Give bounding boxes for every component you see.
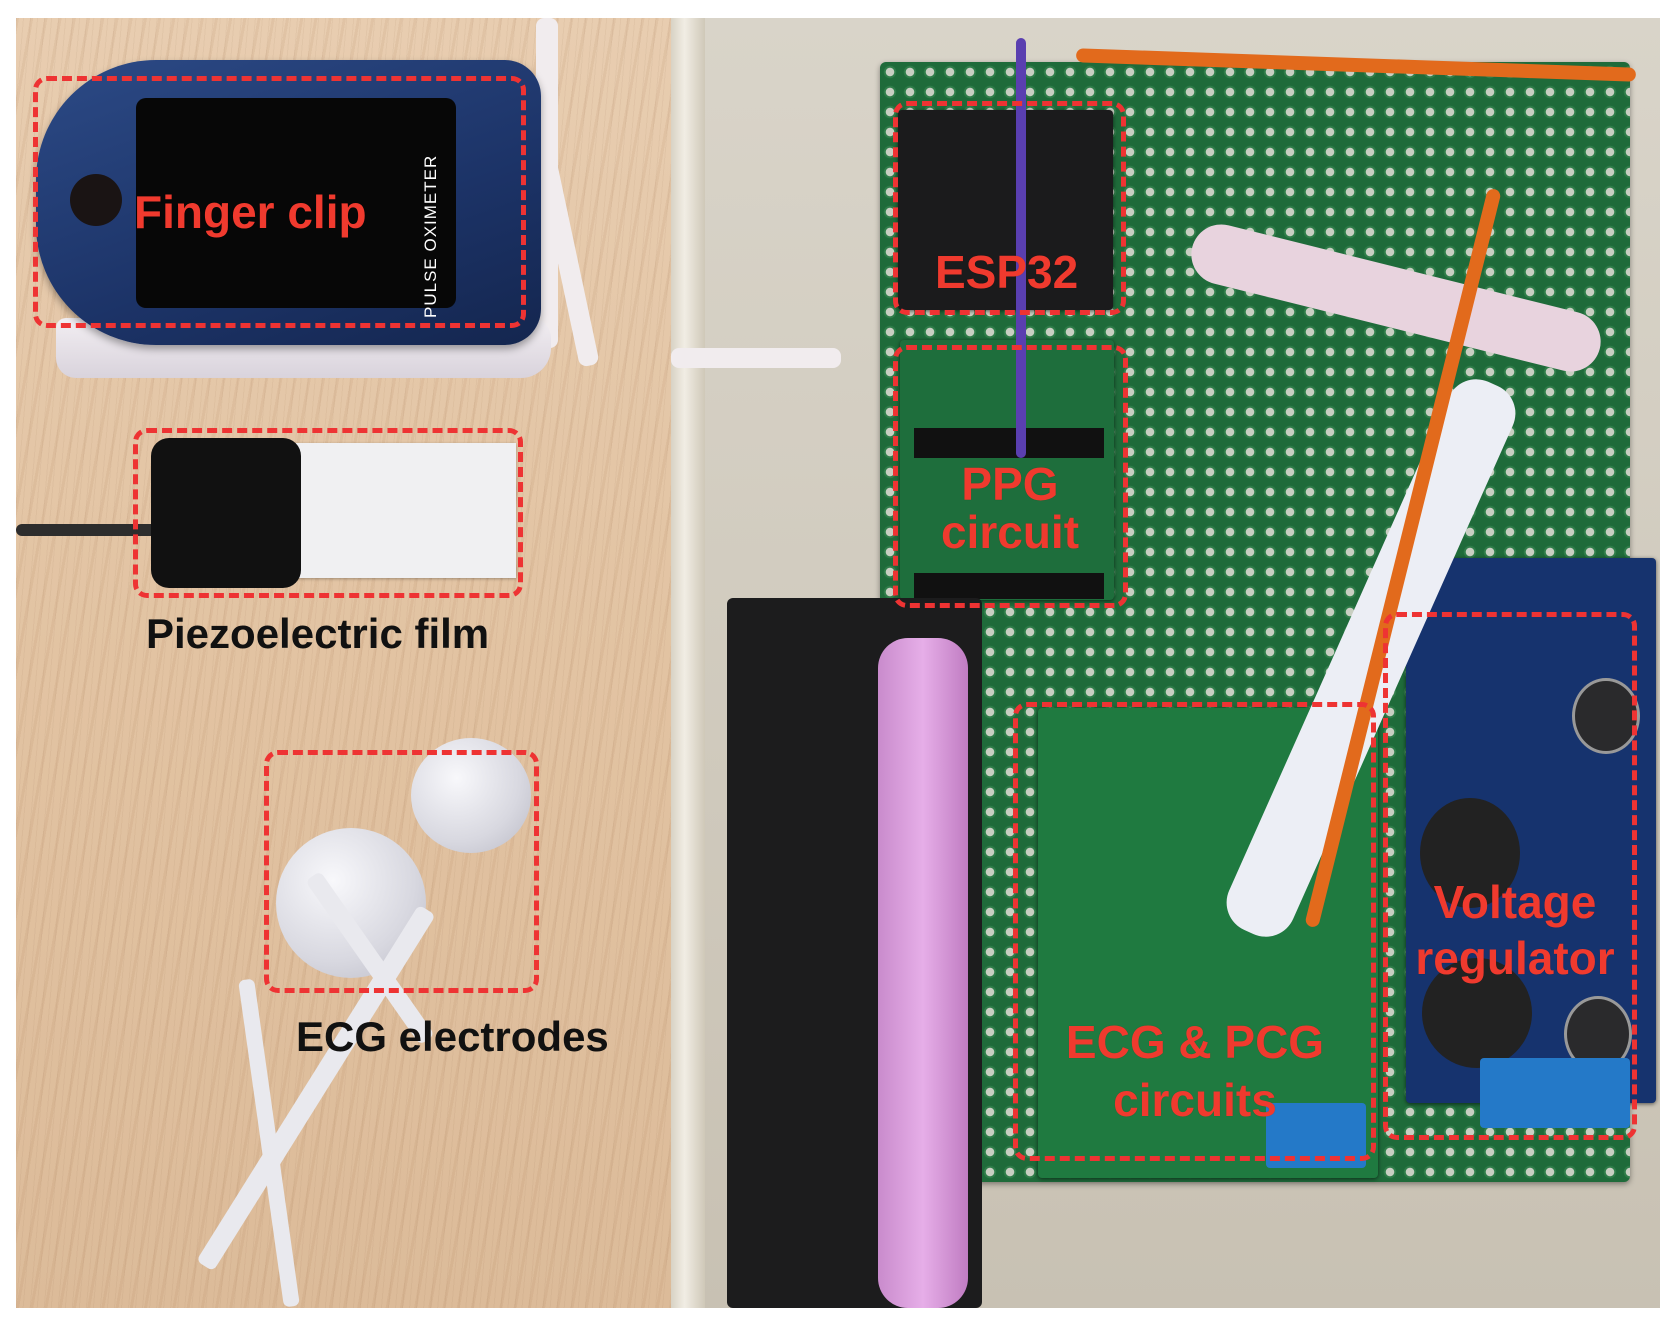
esp32-module: [898, 110, 1113, 310]
finger-clip-label: Finger clip: [134, 186, 367, 238]
finger-clip-box: [33, 76, 526, 328]
ppg-board: [900, 340, 1114, 600]
ppg-label-line1: PPG: [961, 458, 1059, 510]
ecg-pcg-label: ECG & PCG circuits: [1040, 1018, 1350, 1125]
inductor: [1420, 798, 1520, 908]
ecg-electrodes-label: ECG electrodes: [296, 1013, 609, 1060]
oximeter-screen: [136, 98, 456, 308]
electrode-bulb: [411, 738, 531, 853]
purple-jumper-wire: [1016, 38, 1026, 458]
ppg-label-line2: circuit: [940, 506, 1080, 559]
ecg-electrodes-box: [264, 750, 539, 993]
vreg-label-line1: Voltage: [1433, 876, 1597, 928]
battery-cell: [878, 638, 968, 1308]
ecg-pcg-label-line1: ECG & PCG: [1065, 1016, 1325, 1068]
piezo-film-label: Piezoelectric film: [146, 610, 490, 657]
regulator-terminal-block: [1480, 1058, 1630, 1128]
piezo-film-pad: [286, 443, 516, 578]
voltage-regulator-label: Voltage regulator: [1395, 878, 1635, 983]
ppg-header-top: [914, 428, 1104, 458]
vreg-label-line2: regulator: [1415, 932, 1615, 985]
enclosure-wall: [671, 18, 705, 1308]
lanyard-hole: [70, 174, 122, 226]
piezo-connector: [151, 438, 301, 588]
ppg-circuit-label: PPG circuit: [930, 460, 1090, 557]
oximeter-cable-3: [671, 348, 841, 368]
capacitor: [1572, 678, 1640, 754]
piezo-film-box: [133, 428, 523, 598]
voltage-regulator-box: [1383, 612, 1637, 1140]
ppg-circuit-box: [893, 345, 1128, 608]
esp32-label: ESP32: [935, 246, 1079, 298]
inductor-2: [1422, 958, 1532, 1068]
ecg-pcg-label-line2: circuits: [1113, 1074, 1277, 1127]
ecg-pcg-box: [1013, 702, 1376, 1161]
ppg-header-bottom: [914, 573, 1104, 599]
hardware-photo: PULSE OXIMETER: [16, 18, 1660, 1308]
esp32-box: [893, 101, 1126, 315]
piezo-wire: [16, 524, 166, 536]
